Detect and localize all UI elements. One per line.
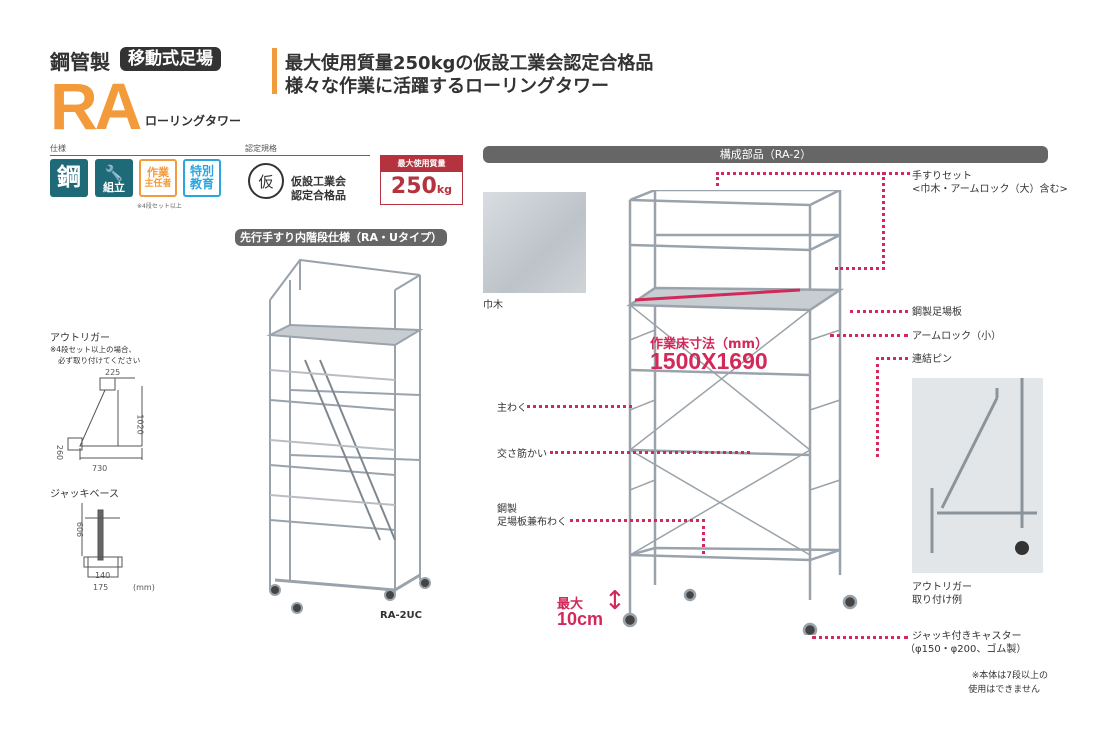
leader-arm-lock [830,334,908,337]
floor-dim-value: 1500X1690 [650,348,768,374]
leader-main-frame [527,405,632,408]
jack-base-unit: (mm) [133,583,155,592]
outrigger-dim-width: 730 [92,464,108,473]
cert-text-2: 認定合格品 [291,189,346,202]
outrigger-diagram [67,377,143,460]
assembly-icon: 🔧組立 [95,159,133,197]
note-2: 使用はできません [968,685,1040,695]
special-education-icon: 特別教育 [183,159,221,197]
headline-accent-bar [272,48,277,94]
headline-2: 様々な作業に活躍するローリングタワー [285,76,609,97]
jack-base-dim-height: 606 [75,521,85,538]
label-main-frame: 主わく [497,403,527,414]
special-education-text: 特別教育 [190,163,215,191]
outrigger-dim-top: 225 [105,368,121,377]
category-badge: 移動式足場 [120,47,221,71]
label-plank-ledger-1: 鋼製 [497,504,517,515]
leader-connect-pin [876,357,908,457]
caster-label-2: （φ150・φ200、ゴム製） [905,644,1027,655]
label-arm-lock: アームロック（小） [912,331,1002,342]
leader-handrail [716,172,910,186]
outrigger-note-1: ※4段セット以上の場合、 [50,345,137,354]
label-handrail-2: <巾木・アームロック（大）含む> [912,184,1068,195]
headline-1: 最大使用質量250kgの仮設工業会認定合格品 [285,53,654,74]
outrigger-dim-foot: 260 [55,444,65,461]
label-steel-plank: 鋼製足場板 [912,307,962,318]
parts-title: 構成部品（RA-2） [483,146,1048,163]
max-height-value: 10cm [557,609,604,629]
spec-note: ※4段セット以上 [137,203,182,210]
outrigger-title: アウトリガー [50,333,110,344]
outrigger-example-1: アウトリガー [912,582,972,593]
max-load-box: 最大使用質量 250kg [380,155,463,205]
outrigger-example-2: 取り付け例 [912,595,962,606]
spec-divider [50,155,370,156]
steel-icon: 鋼 [50,159,88,197]
outrigger-example-photo [912,378,1043,573]
max-load-value: 250 [390,174,437,199]
max-load-unit: kg [436,183,453,196]
label-handrail-1: 手すりセット [912,171,972,182]
model-subtitle: ローリングタワー [145,114,242,128]
leader-plank-ledger [570,519,705,554]
outrigger-dim-height: 1020 [135,414,145,435]
toeboard-label: 巾木 [483,300,503,311]
spec-label: 仕様 [50,144,66,153]
max-load-label: 最大使用質量 [381,156,462,172]
jack-base-dim-inner: 140 [95,571,111,580]
floor-dim-label: 作業床寸法（mm） [650,337,769,352]
caster-label-1: ジャッキ付きキャスター [912,631,1022,642]
label-connect-pin: 連結ピン [912,354,952,365]
jack-base-title: ジャッキベース [50,489,119,500]
leader-handrail-2 [835,172,885,270]
cert-label: 認定規格 [245,144,277,153]
outrigger-note-2: 必ず取り付けてください [58,356,141,365]
leader-caster [812,636,908,639]
ra-2-scaffold-image [622,190,858,635]
toeboard-photo [483,192,586,293]
max-height-label: 最大 [557,597,584,612]
left-product-title: 先行手すり内階段仕様（RA・Uタイプ） [235,229,447,246]
cert-mark-icon: 仮 [248,163,284,199]
label-cross-brace: 交さ筋かい [497,449,547,460]
model-name: RA [50,69,142,143]
jack-base-diagram [81,503,123,578]
work-chief-icon: 作業主任者 [139,159,177,197]
note-1: ※本体は7段以上の [971,671,1048,681]
leader-steel-plank [850,310,908,313]
leader-cross-brace [550,451,750,454]
cert-text-1: 仮設工業会 [291,175,346,188]
work-chief-text: 作業主任者 [144,166,172,190]
left-product-model: RA-2UC [380,610,423,621]
jack-base-dim-outer: 175 [93,583,109,592]
ra-2uc-scaffold-image [266,258,431,614]
material-label: 鋼管製 [50,50,110,74]
height-arrow-icon: ↕ [604,586,626,616]
label-plank-ledger-2: 足場板兼布わく [497,517,567,528]
